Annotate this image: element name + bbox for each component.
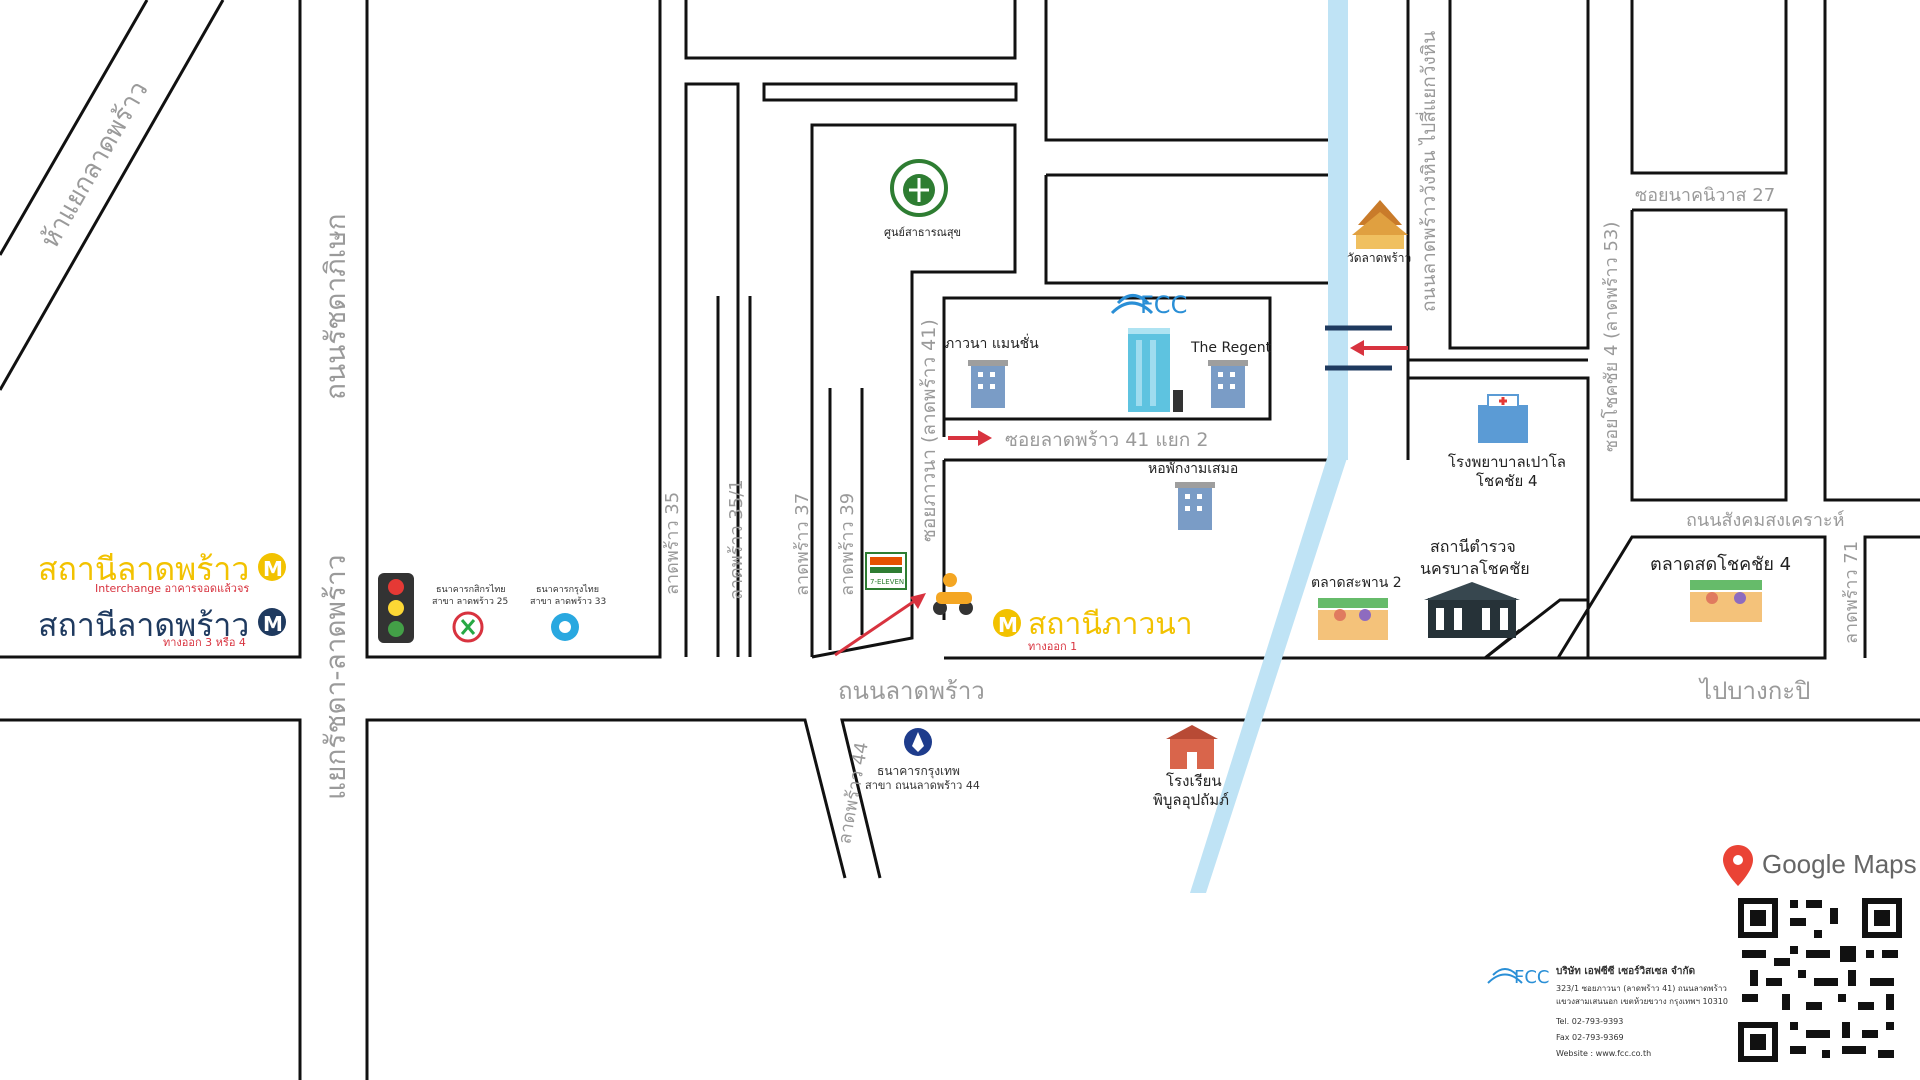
ladprao-yellow-title: สถานีลาดพร้าว <box>38 550 249 588</box>
seven-eleven-poi: 7-ELEVEN <box>865 552 907 590</box>
company-tel: Tel. 02-793-9393 <box>1555 1017 1623 1026</box>
map-pin-icon <box>1723 845 1753 886</box>
school-label-2: พิบูลอุปถัมภ์ <box>1153 791 1229 810</box>
road-label-soi39: ลาดพร้าว 39 <box>837 493 858 596</box>
google-maps-brand: Google Maps <box>1723 845 1917 886</box>
google-maps-label: Google Maps <box>1762 849 1917 879</box>
phawana-mansion-label: ภาวนา แมนชั่น <box>945 334 1039 352</box>
market-chokchai-poi: ตลาดสดโชคชัย 4 <box>1650 553 1791 622</box>
road-label-sangkhom: ถนนสังคมสงเคราะห์ <box>1686 510 1844 531</box>
fcc-logo-icon: FCC <box>1110 291 1187 319</box>
kbank-poi: ธนาคารกสิกรไทย สาขา ลาดพร้าว 25 <box>432 584 508 643</box>
police-label-2: นครบาลโชคชัย <box>1420 559 1530 578</box>
arrow-from-wanghin <box>1350 340 1408 356</box>
bbl-name: ธนาคารกรุงเทพ <box>877 764 960 779</box>
road-label-nakniwat27: ซอยนาคนิวาส 27 <box>1635 185 1775 206</box>
fcc-building-poi: FCC <box>1110 291 1187 412</box>
market-chokchai-label: ตลาดสดโชคชัย 4 <box>1650 553 1791 575</box>
road-label-soi35: ลาดพร้าว 35 <box>662 492 683 595</box>
office-tower-icon <box>1128 328 1183 412</box>
police-station-icon <box>1424 582 1520 638</box>
building-icon <box>968 360 1008 408</box>
school-label-1: โรงเรียน <box>1166 772 1222 790</box>
dorm-label: หอพักงามเสมอ <box>1148 461 1238 477</box>
canal <box>1190 0 1392 893</box>
bbl-poi: ธนาคารกรุงเทพ สาขา ถนนลาดพร้าว 44 <box>865 728 980 792</box>
building-icon <box>1208 360 1248 408</box>
hospital-label-1: โรงพยาบาลเปาโล <box>1448 453 1566 471</box>
market-icon <box>1318 598 1388 640</box>
wat-label: วัดลาดพร้าว <box>1347 251 1411 265</box>
qr-code-icon <box>1735 895 1905 1065</box>
bbl-branch: สาขา ถนนลาดพร้าว 44 <box>865 779 980 792</box>
fcc-logo-text: FCC <box>1140 291 1187 319</box>
kbank-branch: สาขา ลาดพร้าว 25 <box>432 596 508 607</box>
phawana-mansion-poi: ภาวนา แมนชั่น <box>945 334 1039 408</box>
company-name: บริษัท เอฟซีซี เซอร์วิสเซล จำกัด <box>1556 965 1695 977</box>
ladprao-blue-sub: ทางออก 3 หรือ 4 <box>163 636 246 649</box>
direction-arrows <box>834 340 1408 657</box>
police-label-1: สถานีตำรวจ <box>1430 537 1516 556</box>
ladprao-yellow-station: สถานีลาดพร้าว M Interchange อาคารจอดแล้ว… <box>38 550 286 595</box>
company-info: FCC บริษัท เอฟซีซี เซอร์วิสเซล จำกัด 323… <box>1487 965 1728 1058</box>
ladprao-blue-station: สถานีลาดพร้าว M ทางออก 3 หรือ 4 <box>38 606 286 649</box>
company-fax: Fax 02-793-9369 <box>1556 1033 1624 1042</box>
road-label-soi41-2: ซอยลาดพร้าว 41 แยก 2 <box>1005 429 1208 451</box>
hospital-icon <box>1478 394 1528 443</box>
market2-label: ตลาดสะพาน 2 <box>1311 575 1402 591</box>
temple-icon <box>1352 200 1408 249</box>
ladprao-blue-title: สถานีลาดพร้าว <box>38 606 249 644</box>
wat-poi: วัดลาดพร้าว <box>1347 200 1411 265</box>
ladprao-yellow-sub: Interchange อาคารจอดแล้วจร <box>95 582 249 595</box>
ktb-name: ธนาคารกรุงไทย <box>536 584 599 595</box>
school-poi: โรงเรียน พิบูลอุปถัมภ์ <box>1153 725 1229 810</box>
kbank-name: ธนาคารกสิกรไทย <box>436 584 506 595</box>
metro-m-icon: M <box>263 557 283 581</box>
road-label-bangkapi: ไปบางกะปิ <box>1698 677 1810 705</box>
road-label-soi-phawana: ซอยภาวนา (ลาดพร้าว 41) <box>918 319 940 542</box>
road-label-ladprao-road: ถนนลาดพร้าว <box>838 677 985 705</box>
police-poi: สถานีตำรวจ นครบาลโชคชัย <box>1420 537 1530 638</box>
road-label-chokchai4: ซอยโชคชัย 4 (ลาดพร้าว 53) <box>1600 222 1622 452</box>
market2-poi: ตลาดสะพาน 2 <box>1311 575 1402 640</box>
building-icon <box>1175 482 1215 530</box>
road-label-soi35-1: ลาดพร้าว 35/1 <box>726 479 747 600</box>
road-label-wanghin: ถนนลาดพร้าววังหิน ไปสี่แยกวังหิน <box>1415 31 1440 312</box>
traffic-light-icon <box>378 573 414 643</box>
metro-m-icon: M <box>263 612 283 636</box>
hospital-label-2: โชคชัย 4 <box>1476 472 1538 490</box>
ktb-branch: สาขา ลาดพร้าว 33 <box>530 596 606 607</box>
regent-poi: The Regent <box>1190 340 1272 408</box>
company-address-2: แขวงสามเสนนอก เขตห้วยขวาง กรุงเทพฯ 10310 <box>1556 997 1728 1006</box>
phawana-sub: ทางออก 1 <box>1028 640 1077 653</box>
health-center-label: ศูนย์สาธารณสุข <box>884 226 961 239</box>
phawana-station: M สถานีภาวนา ทางออก 1 <box>993 607 1193 653</box>
company-logo-text: FCC <box>1514 967 1550 988</box>
health-center-poi: ศูนย์สาธารณสุข <box>884 159 961 239</box>
regent-label: The Regent <box>1190 340 1272 356</box>
dorm-poi: หอพักงามเสมอ <box>1148 461 1238 530</box>
hospital-poi: โรงพยาบาลเปาโล โชคชัย 4 <box>1448 394 1566 490</box>
road-label-ladprao71: ลาดพร้าว 71 <box>1841 541 1862 644</box>
arrow-into-soi41-2 <box>948 430 992 446</box>
school-icon <box>1166 725 1218 769</box>
arrow-to-soi-phawana <box>834 593 926 657</box>
road-label-soi37: ลาดพร้าว 37 <box>792 493 813 596</box>
market-icon <box>1690 580 1762 622</box>
phawana-title: สถานีภาวนา <box>1028 607 1193 642</box>
road-label-ratchada-ladprao: แยกรัชดา-ลาดพร้าว <box>319 555 352 800</box>
motorbike-taxi-icon <box>933 573 973 615</box>
seven-eleven-label: 7-ELEVEN <box>870 578 904 586</box>
fcc-logo-icon: FCC <box>1487 967 1550 988</box>
company-website: Website : www.fcc.co.th <box>1556 1049 1651 1058</box>
ktb-poi: ธนาคารกรุงไทย สาขา ลาดพร้าว 33 <box>530 584 606 641</box>
metro-m-icon: M <box>998 613 1018 637</box>
company-address-1: 323/1 ซอยภาวนา (ลาดพร้าว 41) ถนนลาดพร้าว <box>1556 984 1727 993</box>
road-label-ratchadaphisek: ถนนรัชดาภิเษก <box>319 213 352 400</box>
